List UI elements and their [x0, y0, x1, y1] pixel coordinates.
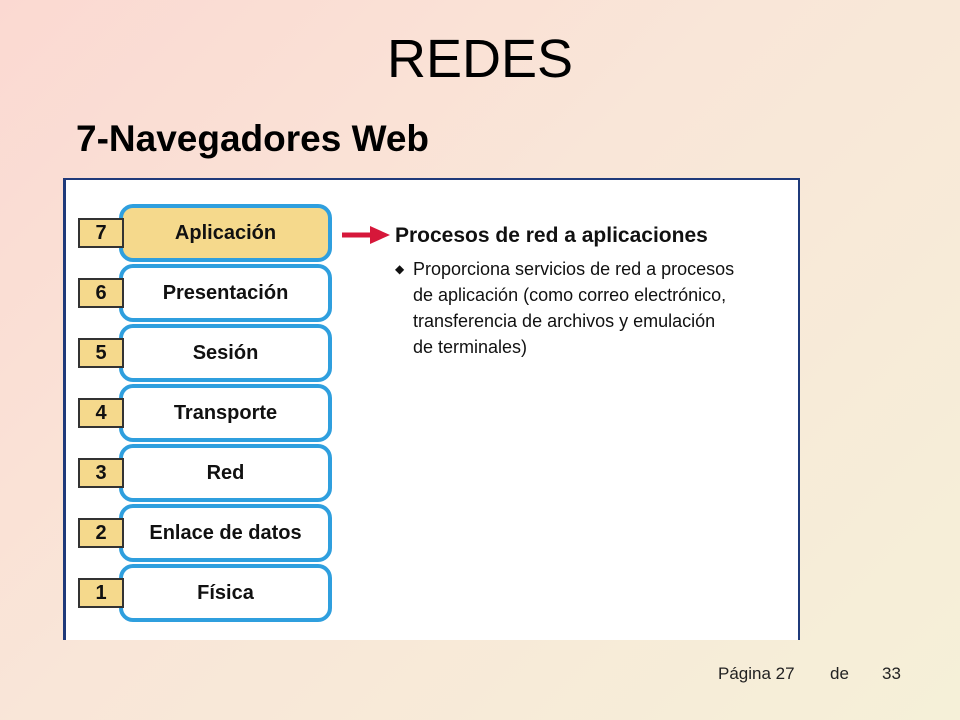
diamond-bullet-icon: ◆ — [395, 262, 405, 276]
description-line: de aplicación (como correo electrónico, — [413, 285, 727, 305]
description-line: de terminales) — [413, 337, 528, 357]
layer-number-4: 4 — [78, 398, 124, 428]
layer-number-3: 3 — [78, 458, 124, 488]
slide-subtitle: 7-Navegadores Web — [76, 118, 429, 159]
page-number-label: Página 27 — [718, 664, 795, 683]
description-body: ◆Proporciona servicios de red a procesos… — [395, 256, 795, 360]
layer-box-4: Transporte — [119, 384, 332, 442]
arrow-right-icon — [342, 226, 390, 244]
description-title: Procesos de red a aplicaciones — [395, 224, 708, 247]
layer-box-1: Física — [119, 564, 332, 622]
layer-box-6: Presentación — [119, 264, 332, 322]
layer-number-5: 5 — [78, 338, 124, 368]
layer-number-6: 6 — [78, 278, 124, 308]
layer-number-2: 2 — [78, 518, 124, 548]
layer-box-3: Red — [119, 444, 332, 502]
layer-box-2: Enlace de datos — [119, 504, 332, 562]
page-total: 33 — [882, 664, 901, 683]
layer-number-1: 1 — [78, 578, 124, 608]
layer-number-7: 7 — [78, 218, 124, 248]
layer-box-5: Sesión — [119, 324, 332, 382]
description-line: ◆Proporciona servicios de red a procesos — [395, 256, 795, 282]
page-of-label: de — [830, 664, 849, 683]
description-line: transferencia de archivos y emulación — [413, 311, 716, 331]
slide-title: REDES — [386, 29, 574, 89]
layer-box-7: Aplicación — [119, 204, 332, 262]
